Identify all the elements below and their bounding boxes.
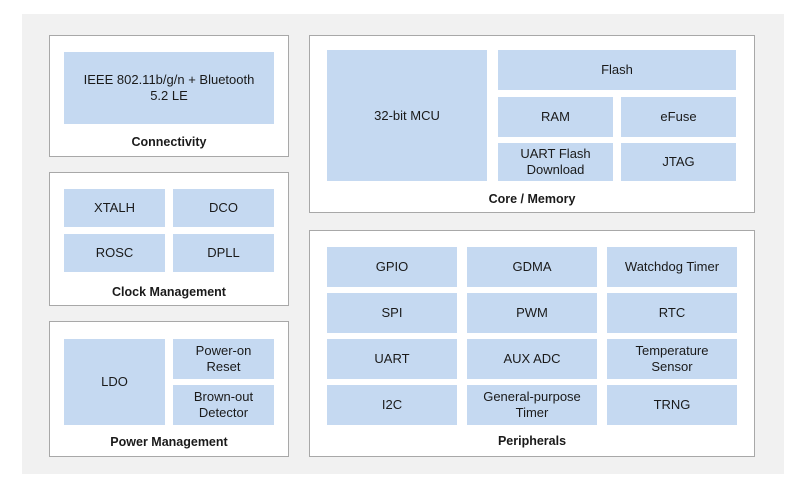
block-diagram: IEEE 802.11b/g/n + Bluetooth 5.2 LE Conn… [22, 14, 784, 474]
watchdog-timer-block: Watchdog Timer [607, 247, 737, 287]
pwm-block: PWM [467, 293, 597, 333]
clock-management-panel: XTALH DCO ROSC DPLL Clock Management [49, 172, 289, 306]
gpio-block: GPIO [327, 247, 457, 287]
core-memory-title: Core / Memory [488, 192, 576, 206]
peripherals-title: Peripherals [497, 434, 567, 448]
dpll-block: DPLL [173, 234, 274, 272]
uart-flash-download-block: UART Flash Download [498, 143, 613, 181]
power-management-title: Power Management [110, 435, 228, 449]
flash-block: Flash [498, 50, 736, 90]
aux-adc-block: AUX ADC [467, 339, 597, 379]
peripherals-panel: GPIO GDMA Watchdog Timer SPI PWM RTC UAR… [309, 230, 755, 457]
rtc-block: RTC [607, 293, 737, 333]
wifi-bluetooth-block: IEEE 802.11b/g/n + Bluetooth 5.2 LE [64, 52, 274, 124]
efuse-block: eFuse [621, 97, 736, 137]
xtalh-block: XTALH [64, 189, 165, 227]
connectivity-panel: IEEE 802.11b/g/n + Bluetooth 5.2 LE Conn… [49, 35, 289, 157]
mcu-block: 32-bit MCU [327, 50, 487, 181]
dco-block: DCO [173, 189, 274, 227]
trng-block: TRNG [607, 385, 737, 425]
general-purpose-timer-block: General-purpose Timer [467, 385, 597, 425]
temperature-sensor-block: Temperature Sensor [607, 339, 737, 379]
uart-block: UART [327, 339, 457, 379]
ldo-block: LDO [64, 339, 165, 425]
power-on-reset-block: Power-on Reset [173, 339, 274, 379]
clock-management-title: Clock Management [112, 285, 226, 299]
connectivity-title: Connectivity [131, 135, 207, 149]
spi-block: SPI [327, 293, 457, 333]
gdma-block: GDMA [467, 247, 597, 287]
jtag-block: JTAG [621, 143, 736, 181]
ram-block: RAM [498, 97, 613, 137]
i2c-block: I2C [327, 385, 457, 425]
brown-out-detector-block: Brown-out Detector [173, 385, 274, 425]
core-memory-panel: 32-bit MCU Flash RAM eFuse UART Flash Do… [309, 35, 755, 213]
power-management-panel: LDO Power-on Reset Brown-out Detector Po… [49, 321, 289, 457]
rosc-block: ROSC [64, 234, 165, 272]
